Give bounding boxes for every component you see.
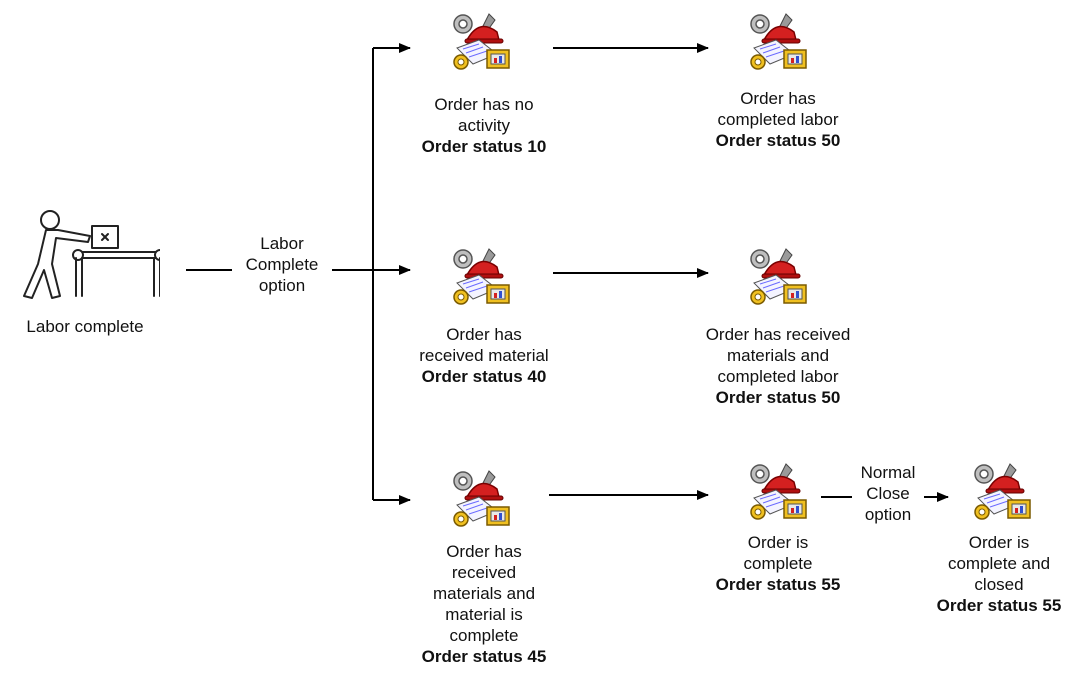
node-text-line: completed labor [717,367,839,386]
work-order-icon [453,13,510,70]
node-material-complete: Order has received materials and materia… [394,541,574,667]
node-text-line: Order is [747,533,809,552]
work-order-icon [750,463,807,520]
edge-label-line: option [258,276,306,295]
work-order-icon [750,248,807,305]
order-status: Order status 40 [421,367,547,386]
node-order-complete: Order is complete Order status 55 [688,532,868,595]
edge-label-line: Complete [245,255,319,274]
worker-icon [23,210,160,299]
node-text-line: Order has [446,542,522,561]
node-complete-closed: Order is complete and closed Order statu… [914,532,1084,616]
node-text-line: complete [743,554,813,573]
edge-label-line: Normal [860,463,916,482]
edge-label-line: Close [866,484,910,503]
edge-label-line: Labor [260,234,304,253]
order-status: Order status 55 [936,596,1062,615]
work-order-icon [750,13,807,70]
node-text-line: Order has [740,89,816,108]
node-text-line: received [451,563,517,582]
node-no-activity: Order has no activity Order status 10 [394,94,574,157]
work-order-icon [974,463,1031,520]
node-text-line: complete and [947,554,1051,573]
node-text-line: Order has no [434,95,534,114]
node-text-line: activity [458,116,510,135]
node-received-material: Order has received material Order status… [394,324,574,387]
normal-close-option-label: Normal Close option [840,462,936,525]
work-order-icon [453,470,510,527]
node-completed-labor: Order has completed labor Order status 5… [688,88,868,151]
node-text-line: Order is [968,533,1030,552]
node-text-line: materials and [726,346,830,365]
node-text-line: closed [974,575,1024,594]
node-text-line: material is [445,605,523,624]
order-status: Order status 55 [715,575,841,594]
node-text-line: Order has received [705,325,851,344]
order-status: Order status 50 [715,131,841,150]
start-label: Labor complete [0,316,170,337]
edge-label-line: option [864,505,912,524]
start-label-text: Labor complete [26,317,144,336]
node-received-and-labor: Order has received materials and complet… [678,324,878,408]
node-text-line: completed labor [717,110,839,129]
labor-complete-option-label: Labor Complete option [232,233,332,296]
node-text-line: materials and [432,584,536,603]
node-text-line: complete [449,626,519,645]
node-text-line: Order has [446,325,522,344]
node-text-line: received material [419,346,549,365]
order-status: Order status 50 [715,388,841,407]
order-status: Order status 10 [421,137,547,156]
order-status: Order status 45 [421,647,547,666]
work-order-icon [453,248,510,305]
